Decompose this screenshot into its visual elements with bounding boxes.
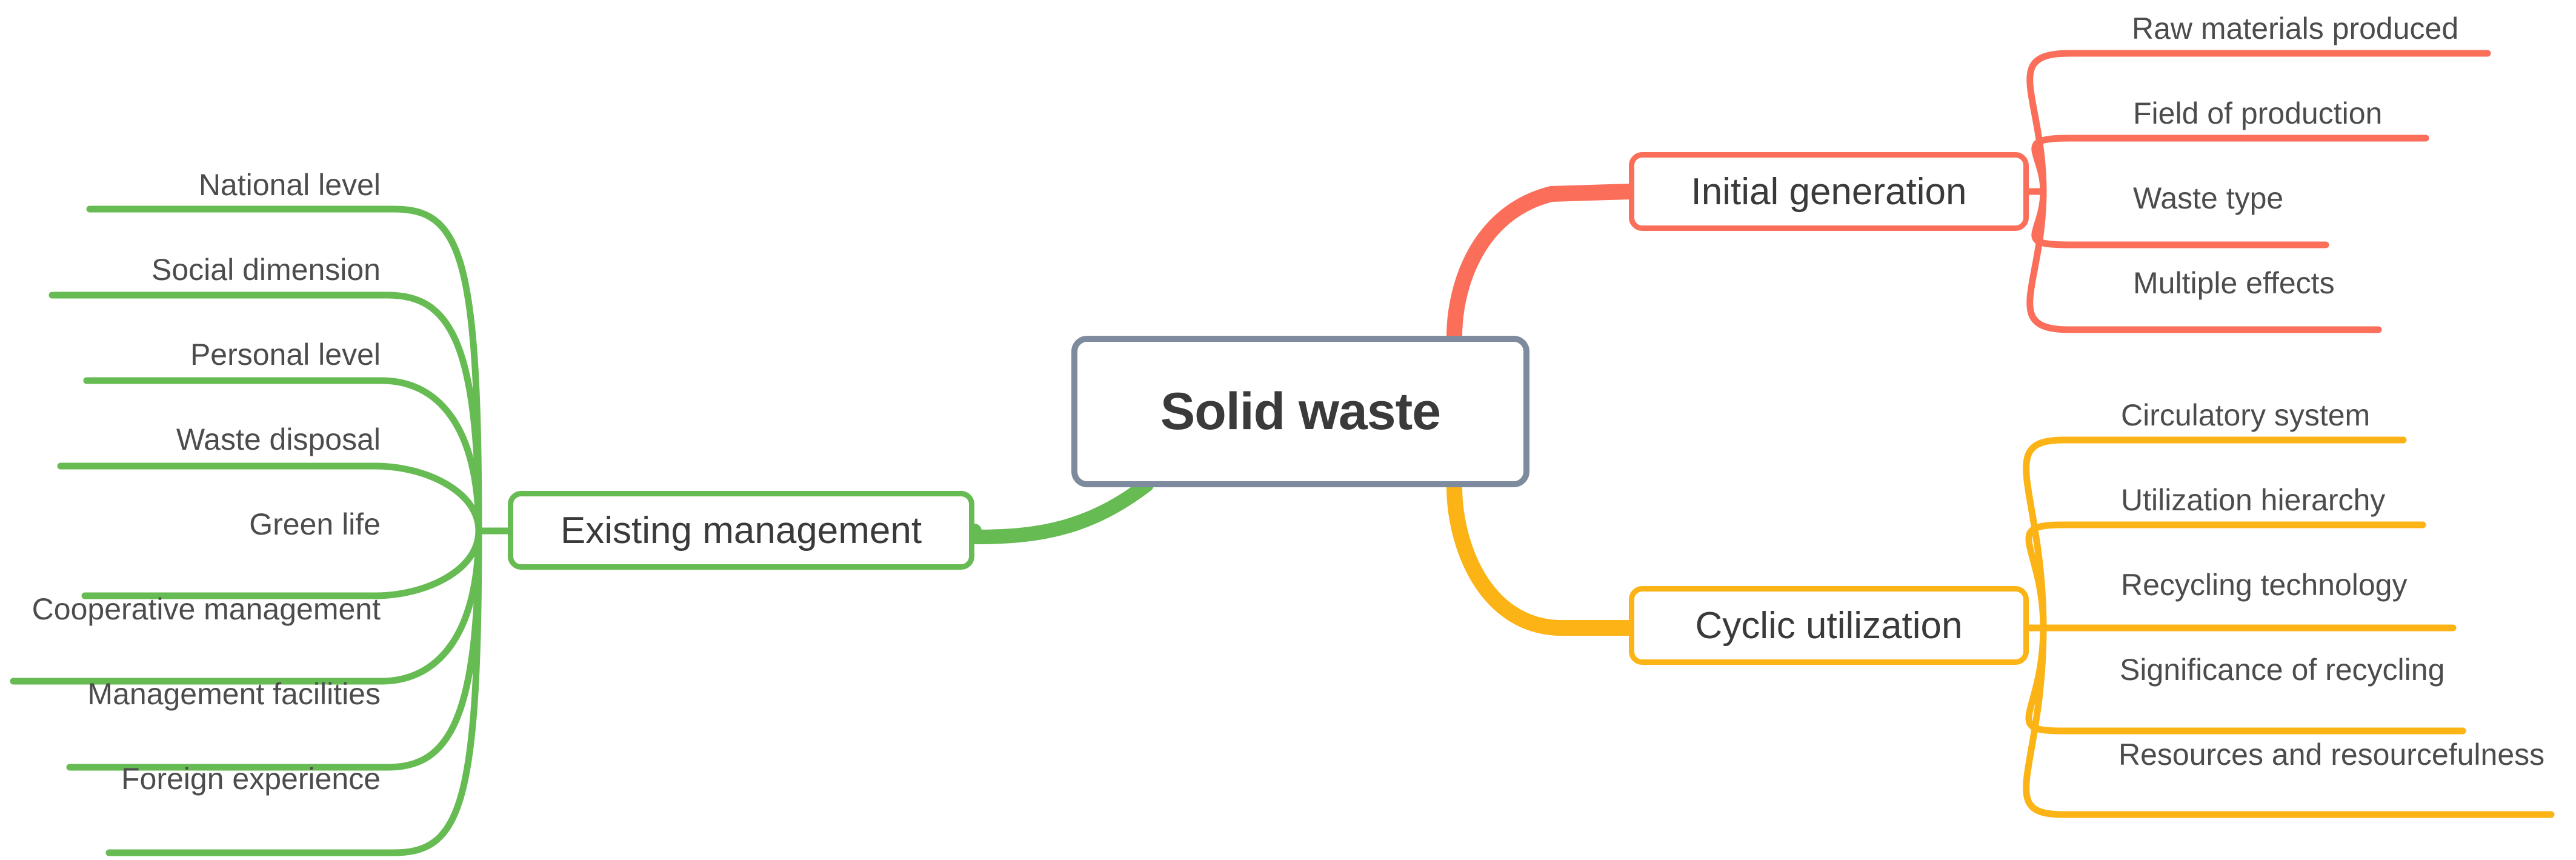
central-node-label: Solid waste bbox=[1160, 382, 1441, 441]
leaf-label-circulatory-system[interactable]: Circulatory system bbox=[2121, 398, 2371, 432]
leaf-label-cooperative-management[interactable]: Cooperative management bbox=[32, 592, 381, 626]
branch-node-existing-management[interactable]: Existing management bbox=[508, 491, 974, 570]
leaf-label-significance-of-recycling[interactable]: Significance of recycling bbox=[2120, 653, 2445, 687]
trunk-initial-generation bbox=[1446, 184, 1638, 345]
leaf-connector-raw-materials-produced bbox=[2026, 50, 2491, 195]
leaf-label-foreign-experience[interactable]: Foreign experience bbox=[121, 762, 381, 796]
leaf-label-national-level[interactable]: National level bbox=[198, 168, 381, 202]
leaf-connector-multiple-effects bbox=[2026, 188, 2382, 333]
branch-node-label-initial-generation: Initial generation bbox=[1691, 170, 1967, 213]
branch-node-label-cyclic-utilization: Cyclic utilization bbox=[1695, 604, 1963, 647]
branch-node-label-existing-management: Existing management bbox=[560, 509, 922, 552]
trunk-cyclic-utilization bbox=[1446, 478, 1638, 636]
leaf-label-green-life[interactable]: Green life bbox=[249, 507, 381, 541]
leaf-connector-waste-disposal bbox=[57, 462, 482, 535]
branch-node-cyclic-utilization[interactable]: Cyclic utilization bbox=[1629, 586, 2029, 665]
leaf-connector-personal-level bbox=[83, 377, 482, 535]
branch-node-initial-generation[interactable]: Initial generation bbox=[1629, 152, 2029, 231]
leaf-connector-circulatory-system bbox=[2023, 436, 2407, 632]
leaf-label-resources-and-resourcefulness[interactable]: Resources and resourcefulness bbox=[2118, 738, 2545, 772]
leaf-label-waste-disposal[interactable]: Waste disposal bbox=[176, 422, 381, 456]
leaf-label-utilization-hierarchy[interactable]: Utilization hierarchy bbox=[2121, 483, 2386, 517]
leaf-label-multiple-effects[interactable]: Multiple effects bbox=[2133, 266, 2335, 300]
trunk-existing-management bbox=[967, 478, 1154, 545]
central-node[interactable]: Solid waste bbox=[1071, 336, 1529, 487]
leaf-label-personal-level[interactable]: Personal level bbox=[190, 338, 381, 372]
leaf-connector-social-dimension bbox=[48, 292, 482, 535]
leaf-label-raw-materials-produced[interactable]: Raw materials produced bbox=[2132, 12, 2459, 45]
leaf-connector-foreign-experience bbox=[105, 527, 482, 856]
leaf-connector-utilization-hierarchy bbox=[2025, 521, 2426, 632]
leaf-label-recycling-technology[interactable]: Recycling technology bbox=[2121, 568, 2408, 602]
leaf-label-waste-type[interactable]: Waste type bbox=[2133, 181, 2284, 215]
leaf-label-field-of-production[interactable]: Field of production bbox=[2133, 96, 2383, 130]
leaf-connector-field-of-production bbox=[2031, 135, 2429, 195]
leaf-label-social-dimension[interactable]: Social dimension bbox=[151, 253, 381, 287]
leaf-label-management-facilities[interactable]: Management facilities bbox=[87, 677, 381, 711]
leaf-connector-resources-and-resourcefulness bbox=[2023, 624, 2555, 818]
leaf-connector-management-facilities bbox=[66, 527, 482, 771]
